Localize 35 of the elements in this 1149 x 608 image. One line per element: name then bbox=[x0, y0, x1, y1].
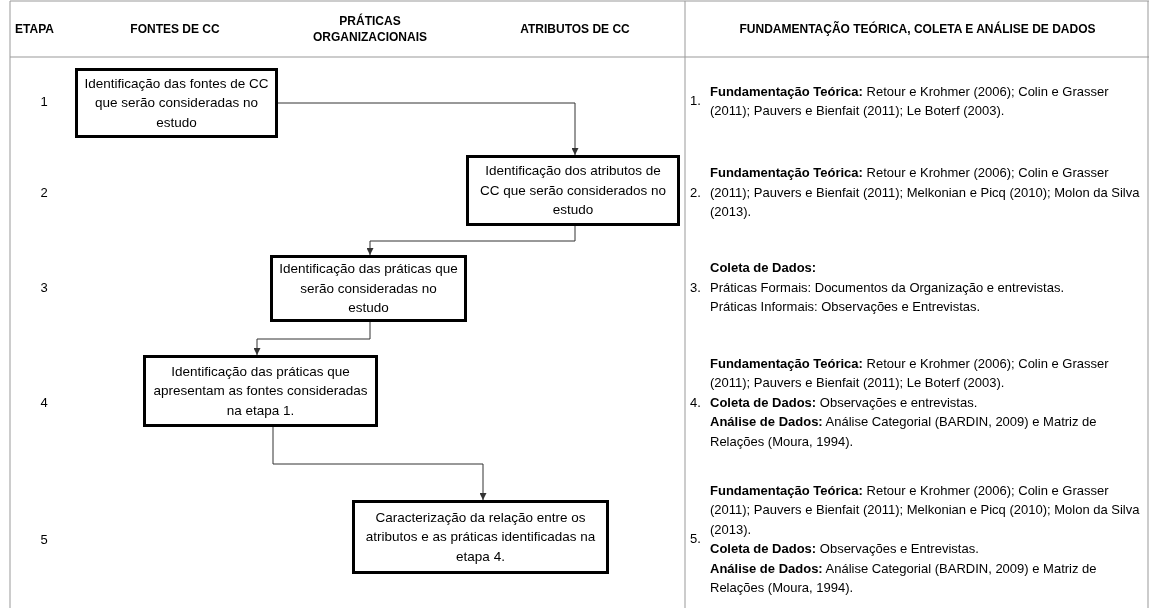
process-box: Identificação das práticas que serão consideradas no estudo bbox=[270, 255, 467, 322]
step-number: 2 bbox=[40, 185, 48, 200]
step-number: 1 bbox=[40, 93, 48, 109]
process-box: Caracterização da relação entre os atributos e as práticas identificadas na etapa 4. bbox=[352, 500, 609, 574]
step-number: 5 bbox=[40, 531, 48, 547]
column-header: ATRIBUTOS DE CC bbox=[519, 21, 631, 38]
arrow bbox=[253, 321, 371, 356]
list-number: 4. bbox=[690, 393, 702, 412]
reference-text: Práticas Informais: Observações e Entrevistas. bbox=[710, 298, 982, 317]
step-number: 4 bbox=[40, 395, 48, 410]
process-box: Identificação das fontes de CC que serão consideradas no estudo bbox=[75, 68, 278, 138]
column-header: FUNDAMENTAÇÃO TEÓRICA, COLETA E ANÁLISE DE DADOS bbox=[738, 21, 1097, 38]
reference-text: Práticas Formais: Documentos da Organização e entrevistas. bbox=[710, 278, 1066, 297]
step-number: 3 bbox=[40, 280, 48, 295]
process-box: Identificação das práticas que apresentam as fontes consideradas na etapa 1. bbox=[143, 355, 378, 427]
reference-text: Fundamentação Teórica: Retour e Krohmer (2006); Colin e Grasser (2011); Pauvers e Bienfait (2011); Melkonian e Picq (2010); Molon da Silva (2013). bbox=[710, 164, 1140, 222]
list-number: 1. bbox=[690, 92, 702, 111]
reference-text: Fundamentação Teórica: Retour e Krohmer (2006); Colin e Grasser (2011); Pauvers e Bienfait (2011); Melkonian e Picq (2010); Molon da Silva (2013). bbox=[710, 481, 1140, 539]
list-number: 5. bbox=[690, 530, 702, 549]
arrow bbox=[272, 426, 487, 501]
reference-text: Análise de Dados: Análise Categorial (BARDIN, 2009) e Matriz de Relações (Moura, 1994). bbox=[710, 559, 1098, 597]
column-header: PRÁTICAS ORGANIZACIONAIS bbox=[312, 13, 428, 46]
arrow bbox=[277, 102, 579, 156]
column-header: FONTES DE CC bbox=[129, 21, 221, 38]
arrow bbox=[366, 225, 576, 256]
reference-text: Análise de Dados: Análise Categorial (BARDIN, 2009) e Matriz de Relações (Moura, 1994). bbox=[710, 413, 1098, 451]
reference-text: Fundamentação Teórica: Retour e Krohmer (2006); Colin e Grasser (2011); Pauvers e Bienfait (2011); Le Boterf (2003). bbox=[710, 354, 1110, 393]
process-box: Identificação dos atributos de CC que serão considerados no estudo bbox=[466, 155, 680, 226]
column-header: ETAPA bbox=[14, 21, 55, 38]
reference-text: Coleta de Dados: Observações e entrevistas. bbox=[710, 393, 979, 412]
list-number: 2. bbox=[690, 183, 702, 202]
reference-text: Coleta de Dados: Observações e Entrevistas. bbox=[710, 540, 980, 558]
list-number: 3. bbox=[690, 278, 702, 297]
reference-text: Coleta de Dados: bbox=[710, 259, 818, 278]
reference-text: Fundamentação Teórica: Retour e Krohmer (2006); Colin e Grasser (2011); Pauvers e Bienfait (2011); Le Boterf (2003). bbox=[710, 82, 1110, 120]
